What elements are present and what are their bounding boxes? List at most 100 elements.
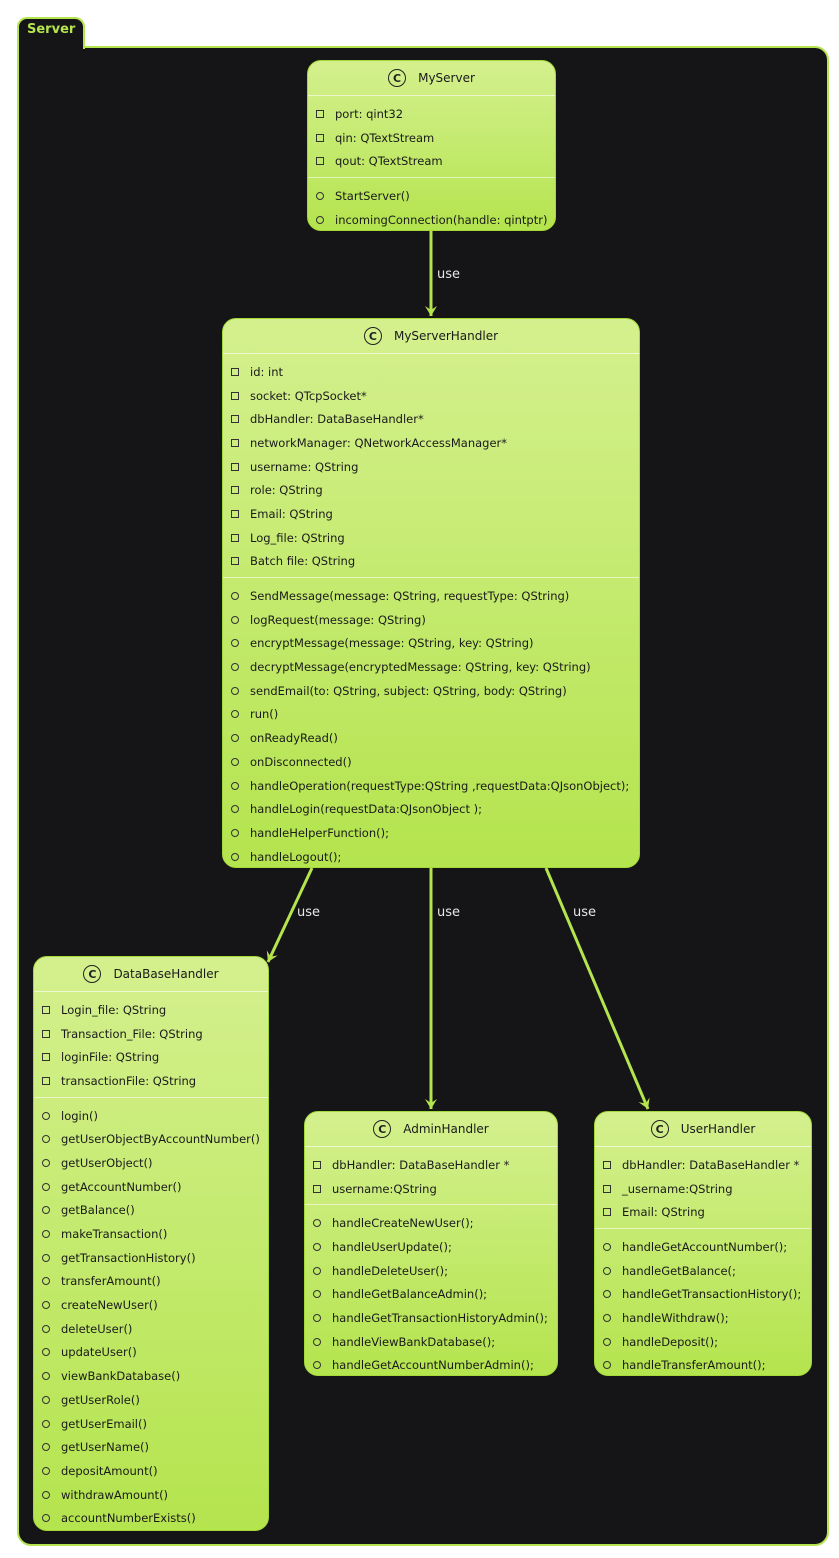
field-row: qin: QTextStream <box>308 126 555 150</box>
public-visibility-icon <box>42 1372 50 1381</box>
method-row: handleGetTransactionHistory(); <box>595 1282 811 1306</box>
public-visibility-icon <box>42 1395 50 1404</box>
field-row: Transaction_File: QString <box>34 1022 268 1046</box>
field-row: socket: QTcpSocket* <box>223 384 639 408</box>
public-visibility-icon <box>231 734 239 743</box>
field-text: Email: QString <box>250 506 333 521</box>
method-text: onReadyRead() <box>250 731 338 746</box>
edge-label-handler-admin: use <box>437 905 461 920</box>
public-visibility-icon <box>42 1182 50 1191</box>
fields-section: dbHandler: DataBaseHandler *username:QSt… <box>305 1147 557 1204</box>
method-row: handleGetAccountNumber(); <box>595 1235 811 1259</box>
method-text: handleWithdraw(); <box>622 1310 729 1325</box>
public-visibility-icon <box>42 1324 50 1333</box>
public-visibility-icon <box>313 1290 321 1299</box>
methods-section: login() getUserObjectByAccountNumber() get… <box>34 1096 268 1530</box>
method-row: handleDeleteUser(); <box>305 1259 557 1283</box>
package-tab <box>17 17 85 49</box>
private-visibility-icon <box>231 391 239 400</box>
methods-section: handleGetAccountNumber();handleGetBalanc… <box>595 1228 811 1375</box>
method-row: viewBankDatabase() <box>34 1364 268 1388</box>
public-visibility-icon <box>603 1266 611 1275</box>
field-text: port: qint32 <box>335 106 404 121</box>
field-text: Log_file: QString <box>250 530 345 545</box>
method-text: onDisconnected() <box>250 754 352 769</box>
method-text: handleHelperFunction(); <box>250 825 389 840</box>
class-name: MyServerHandler <box>393 329 499 343</box>
method-row: handleLogout(); <box>223 845 639 867</box>
method-text: encryptMessage(message: QString, key: QS… <box>250 636 534 651</box>
private-visibility-icon <box>316 109 324 118</box>
method-row: login() <box>34 1104 268 1128</box>
private-visibility-icon <box>231 533 239 542</box>
method-row: getUserObjectByAccountNumber() <box>34 1127 268 1151</box>
class-c-icon: C <box>363 327 382 345</box>
method-row: logRequest(message: QString) <box>223 608 639 632</box>
method-row: getUserObject() <box>34 1151 268 1175</box>
private-visibility-icon <box>231 438 239 447</box>
public-visibility-icon <box>313 1219 321 1228</box>
method-text: decryptMessage(encryptedMessage: QString… <box>250 660 591 675</box>
public-visibility-icon <box>313 1313 321 1322</box>
public-visibility-icon <box>42 1206 50 1215</box>
private-visibility-icon <box>231 367 239 376</box>
method-text: getAccountNumber() <box>61 1179 182 1194</box>
field-text: loginFile: QString <box>61 1050 160 1065</box>
method-text: SendMessage(message: QString, requestTyp… <box>250 589 570 604</box>
private-visibility-icon <box>316 133 324 142</box>
public-visibility-icon <box>42 1111 50 1120</box>
field-text: transactionFile: QString <box>61 1073 197 1088</box>
method-row: decryptMessage(encryptedMessage: QString… <box>223 655 639 679</box>
private-visibility-icon <box>42 1005 50 1014</box>
field-text: Transaction_File: QString <box>61 1026 203 1041</box>
field-row: Log_file: QString <box>223 526 639 550</box>
field-text: Batch file: QString <box>250 554 356 569</box>
method-text: handleCreateNewUser(); <box>332 1216 474 1231</box>
private-visibility-icon <box>313 1160 321 1169</box>
private-visibility-icon <box>603 1184 611 1193</box>
method-row: incomingConnection(handle: qintptr) <box>308 208 555 230</box>
public-visibility-icon <box>316 215 324 224</box>
method-text: handleGetTransactionHistoryAdmin(); <box>332 1310 548 1325</box>
field-row: transactionFile: QString <box>34 1069 268 1093</box>
private-visibility-icon <box>603 1160 611 1169</box>
class-name: UserHandler <box>680 1122 756 1136</box>
method-text: depositAmount() <box>61 1463 158 1478</box>
edge-label-handler-user: use <box>573 905 597 920</box>
class-c-icon: C <box>373 1120 392 1138</box>
method-text: getUserEmail() <box>61 1416 147 1431</box>
private-visibility-icon <box>42 1029 50 1038</box>
class-name: DataBaseHandler <box>113 967 219 981</box>
class-header: C MyServerHandler <box>223 319 639 354</box>
public-visibility-icon <box>231 710 239 719</box>
method-text: getTransactionHistory() <box>61 1250 196 1265</box>
method-text: getUserRole() <box>61 1392 140 1407</box>
method-row: handleGetTransactionHistoryAdmin(); <box>305 1306 557 1330</box>
method-row: getUserName() <box>34 1435 268 1459</box>
method-row: onReadyRead() <box>223 726 639 750</box>
method-text: sendEmail(to: QString, subject: QString,… <box>250 683 567 698</box>
method-text: getBalance() <box>61 1203 135 1218</box>
method-row: handleGetBalance(; <box>595 1259 811 1283</box>
private-visibility-icon <box>231 415 239 424</box>
field-row: port: qint32 <box>308 102 555 126</box>
method-text: viewBankDatabase() <box>61 1369 181 1384</box>
method-row: transferAmount() <box>34 1270 268 1294</box>
field-text: dbHandler: DataBaseHandler* <box>250 412 424 427</box>
method-row: handleDeposit(); <box>595 1330 811 1354</box>
method-text: getUserObject() <box>61 1155 153 1170</box>
private-visibility-icon <box>316 157 324 166</box>
method-text: getUserObjectByAccountNumber() <box>61 1132 260 1147</box>
public-visibility-icon <box>231 781 239 790</box>
method-text: deleteUser() <box>61 1321 133 1336</box>
package-name: Server <box>27 22 76 37</box>
method-text: handleUserUpdate(); <box>332 1239 452 1254</box>
field-text: role: QString <box>250 483 323 498</box>
public-visibility-icon <box>603 1361 611 1370</box>
method-row: handleCreateNewUser(); <box>305 1211 557 1235</box>
method-row: sendEmail(to: QString, subject: QString,… <box>223 679 639 703</box>
